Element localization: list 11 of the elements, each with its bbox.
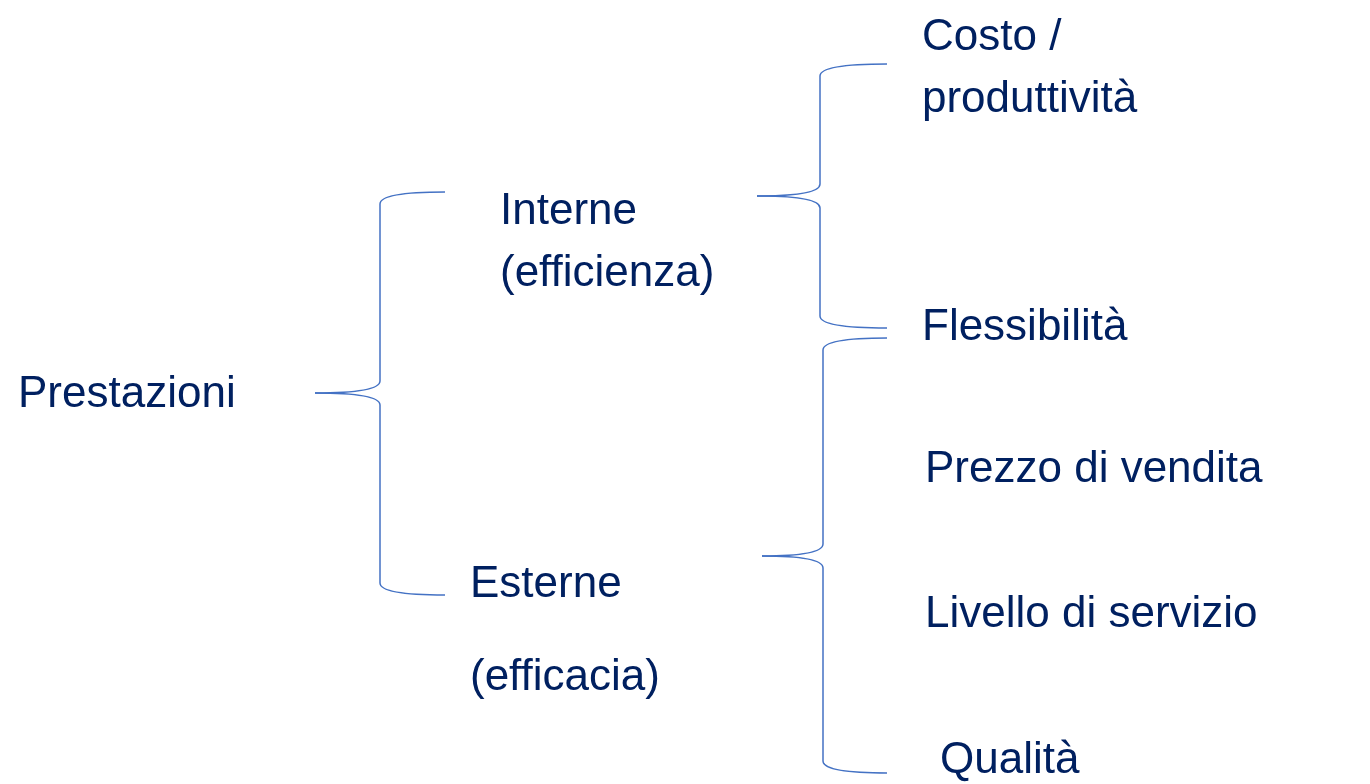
category-label: Prezzo di vendita	[887, 437, 1365, 497]
category-label: Qualità	[887, 728, 1187, 784]
brace-connector	[761, 555, 888, 774]
category-label: Livello di servizio	[887, 582, 1365, 642]
category-label: Interne (efficienza)	[445, 178, 757, 302]
brace-connector	[756, 195, 888, 329]
category-label: Esterne (efficacia)	[445, 535, 762, 721]
brace-connector	[314, 392, 446, 596]
category-label: Costo / produttività	[887, 4, 1247, 128]
category-label: Prestazioni	[18, 362, 315, 422]
category-label: Flessibilità	[887, 295, 1207, 355]
